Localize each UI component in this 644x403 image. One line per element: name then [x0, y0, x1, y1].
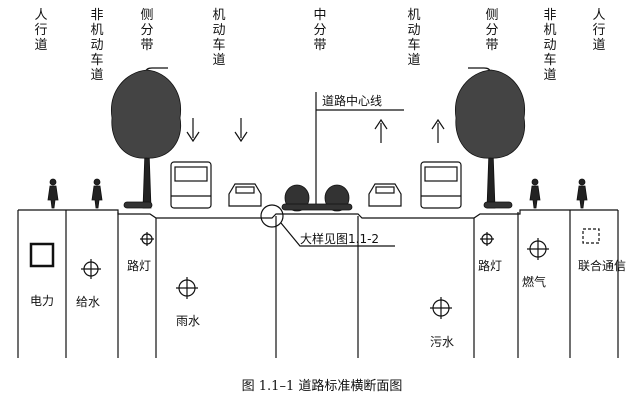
down-arrow-icon [186, 118, 200, 143]
pedestrian-icon [47, 178, 59, 209]
streetlight-pipe-icon [140, 232, 154, 246]
pedestrian-icon [91, 178, 103, 209]
centerline-label: 道路中心线 [322, 94, 383, 108]
label-right-motor-lane: 机 动 车 道 [407, 8, 421, 68]
tree-icon [111, 69, 182, 209]
hedge-icon [281, 203, 353, 211]
label-left-bike-lane: 非 机 动 车 道 [90, 8, 104, 83]
bus-icon [420, 161, 462, 209]
pedestrian-icon [576, 178, 588, 209]
label-central-divider: 中 分 带 [313, 8, 327, 53]
sewage-pipe-icon [430, 297, 452, 319]
label-left-motor-lane: 机 动 车 道 [212, 8, 226, 68]
utility-label-storm-water: 雨水 [176, 314, 201, 328]
streetlight-pipe-icon [480, 232, 494, 246]
gas-pipe-icon [527, 238, 549, 260]
label-right-separator: 侧 分 带 [485, 8, 499, 53]
car-icon [228, 183, 262, 207]
label-right-bike-lane: 非 机 动 车 道 [543, 8, 557, 83]
hedge-icon [483, 201, 513, 209]
utility-label-power: 电力 [30, 294, 55, 308]
label-right-sidewalk: 人 行 道 [592, 8, 606, 53]
utility-label-sewage: 污水 [430, 335, 455, 349]
utility-label-streetlight: 路灯 [478, 259, 503, 273]
utility-label-streetlight: 路灯 [127, 259, 152, 273]
detail-callout-circle [260, 204, 284, 228]
label-left-separator: 侧 分 带 [140, 8, 154, 53]
up-arrow-icon [431, 118, 445, 143]
power-duct-icon [29, 242, 55, 268]
label-left-sidewalk: 人 行 道 [34, 8, 48, 53]
detail-reference-label: 大样见图1.1-2 [300, 232, 380, 246]
up-arrow-icon [374, 118, 388, 143]
utility-label-water-supply: 给水 [76, 295, 101, 309]
bus-icon [170, 161, 212, 209]
detail-callout-leader [280, 222, 395, 247]
pedestrian-icon [529, 178, 541, 209]
car-icon [368, 183, 402, 207]
hedge-icon [123, 201, 153, 209]
utility-label-telecom: 联合通信 [578, 259, 627, 273]
water-pipe-icon [81, 259, 101, 279]
tree-icon [455, 69, 526, 209]
utility-label-gas: 燃气 [522, 275, 547, 289]
road-surface-line [18, 209, 618, 219]
down-arrow-icon [234, 118, 248, 143]
figure-caption: 图 1.1–1 道路标准横断面图 [241, 379, 403, 394]
storm-pipe-icon [176, 277, 198, 299]
telecom-duct-icon [582, 228, 600, 244]
